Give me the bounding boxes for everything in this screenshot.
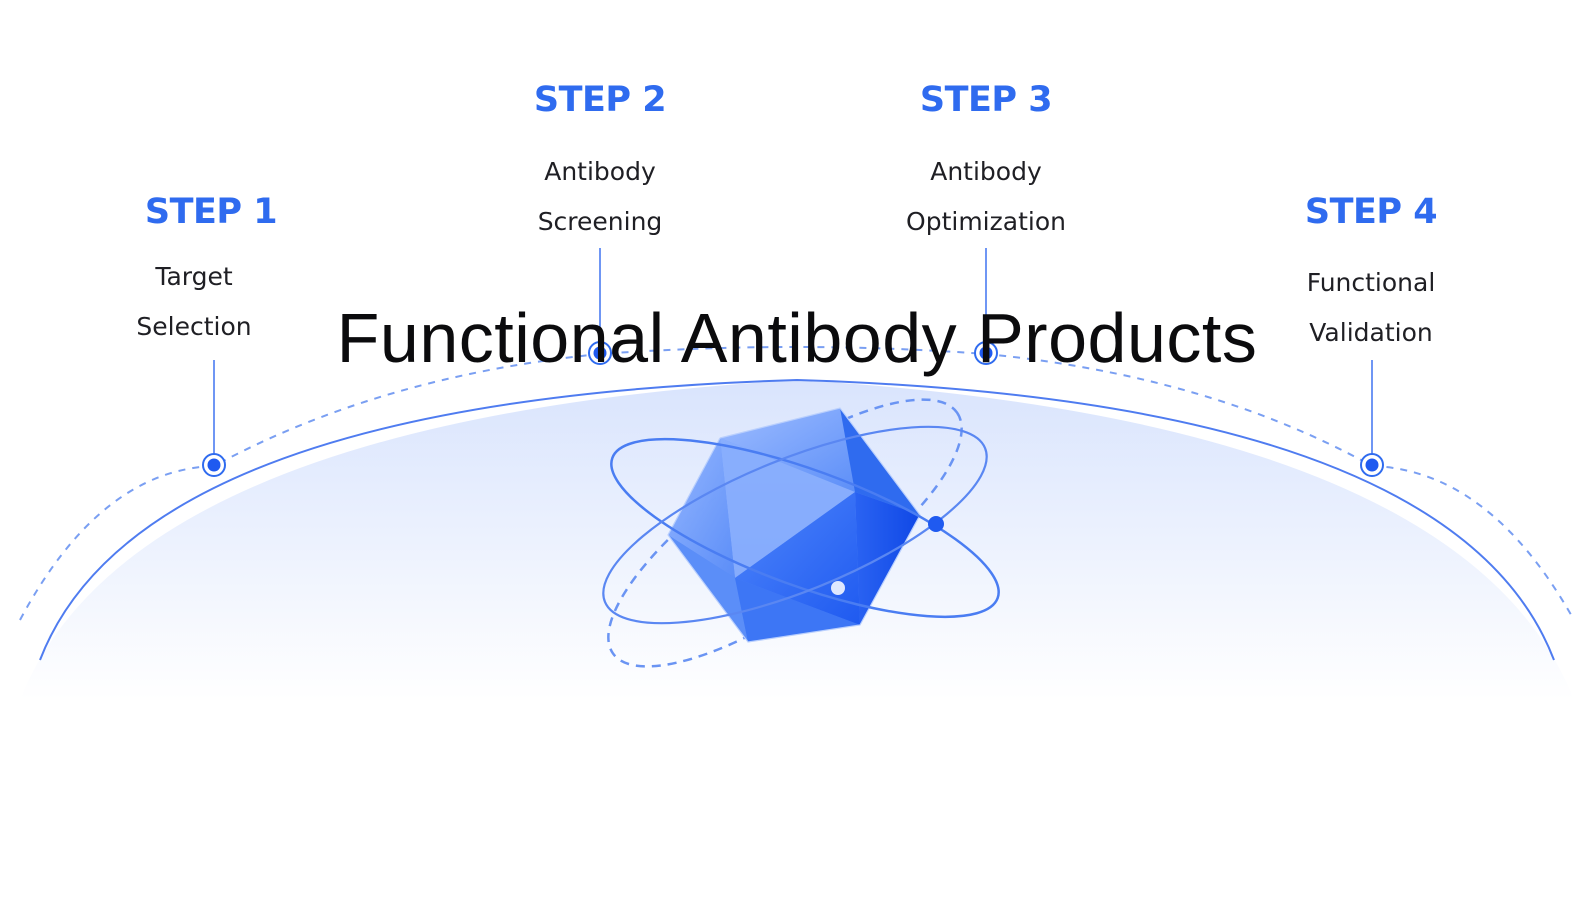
step-3-marker (974, 341, 998, 365)
step-4-marker (1360, 453, 1384, 477)
dome-edge (39, 378, 1555, 661)
step-2-title: STEP 2 (533, 80, 667, 120)
step-1-line-1: Target (155, 262, 233, 291)
step-1-line-2: Selection (136, 312, 252, 341)
step-1-title: STEP 1 (144, 192, 278, 232)
step-3-line-1: Antibody (930, 157, 1042, 186)
step-3-line-2: Optimization (906, 207, 1066, 236)
step-1-marker (202, 453, 226, 477)
step-2-description: Antibody Screening (470, 147, 730, 247)
page-title: Functional Antibody Products (336, 299, 1258, 377)
step-4-line-2: Validation (1309, 318, 1433, 347)
step-3-title: STEP 3 (919, 80, 1053, 120)
step-2-marker (588, 341, 612, 365)
step-2-line-1: Antibody (544, 157, 656, 186)
crystal-molecule-icon (602, 398, 1000, 668)
step-4-description: Functional Validation (1241, 258, 1501, 358)
step-2-line-2: Screening (537, 207, 663, 236)
step-4-line-1: Functional (1306, 268, 1436, 297)
step-1-description: Target Selection (64, 252, 324, 352)
step-4-title: STEP 4 (1304, 192, 1438, 232)
step-3-description: Antibody Optimization (856, 147, 1116, 247)
